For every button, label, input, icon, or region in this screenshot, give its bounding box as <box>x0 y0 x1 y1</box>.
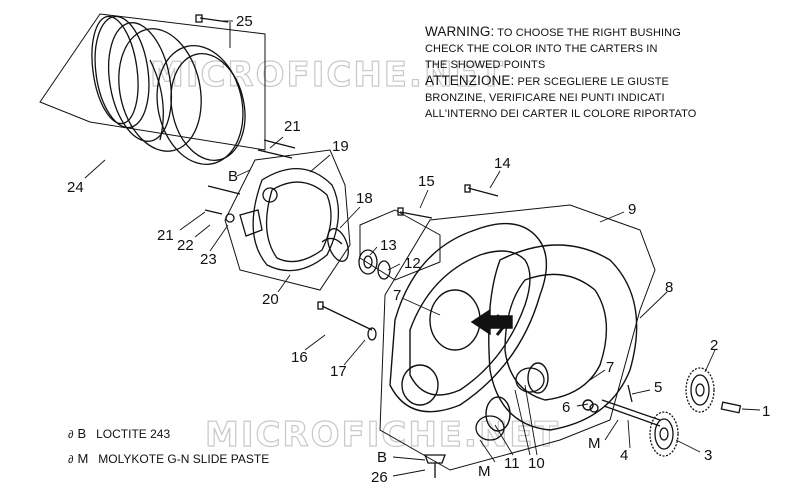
legend-item-molykote: ∂M MOLYKOTE G-N SLIDE PASTE <box>68 451 269 466</box>
watermark-top: MICROFICHE.NET <box>150 55 505 95</box>
drop-icon: ∂ <box>68 454 74 466</box>
callout-9: 9 <box>628 201 636 218</box>
callout-4: 4 <box>620 447 628 464</box>
clutch-cover-24 <box>39 13 266 165</box>
water-pump-19-20 <box>204 139 351 291</box>
callout-13: 13 <box>380 237 397 254</box>
callout-14: 14 <box>494 155 511 172</box>
callout-15: 15 <box>418 173 435 190</box>
callout-22: 22 <box>177 237 194 254</box>
callout-23: 23 <box>200 251 217 268</box>
leader-lines <box>84 20 761 477</box>
callout-21-bottom: 21 <box>157 227 174 244</box>
warning-heading-en: WARNING: <box>425 24 495 39</box>
callout-19: 19 <box>332 138 349 155</box>
crankcase-9 <box>379 204 656 471</box>
callout-2: 2 <box>710 337 718 354</box>
callout-18: 18 <box>356 190 373 207</box>
legend-code: M <box>77 451 89 466</box>
callout-17: 17 <box>330 363 347 380</box>
callout-7-right: 7 <box>606 359 614 376</box>
callout-26: 26 <box>371 469 388 486</box>
callout-m-bottom: M <box>478 463 491 480</box>
warning-it-line3: ALL'INTERNO DEI CARTER IL COLORE RIPORTA… <box>425 108 697 120</box>
legend-text: LOCTITE 243 <box>96 427 171 441</box>
callout-24: 24 <box>67 179 84 196</box>
callout-20: 20 <box>262 291 279 308</box>
warning-heading-it: ATTENZIONE: <box>425 73 515 88</box>
watermark-bottom: MICROFICHE.NET <box>205 415 560 455</box>
legend-text: MOLYKOTE G-N SLIDE PASTE <box>98 452 270 466</box>
callout-b-pump: B <box>228 168 238 185</box>
warning-it-line2: BRONZINE, VERIFICARE NEI PUNTI INDICATI <box>425 92 665 104</box>
callout-m-shaft: M <box>588 435 601 452</box>
callout-12: 12 <box>404 255 421 272</box>
drop-icon: ∂ <box>68 429 74 441</box>
lower-parts-10-11-26 <box>424 367 599 478</box>
callout-25: 25 <box>236 13 253 30</box>
callout-21-top: 21 <box>284 118 301 135</box>
gears-2-3 <box>601 367 742 457</box>
warning-en-line1: TO CHOOSE THE RIGHT BUSHING <box>497 27 681 39</box>
callout-numbers: 25 24 21 19 B 18 21 22 23 15 14 13 12 20… <box>67 13 770 486</box>
callout-7-left: 7 <box>393 287 401 304</box>
callout-b-bottom: B <box>377 449 387 466</box>
callout-1: 1 <box>762 403 770 420</box>
callout-8: 8 <box>665 279 673 296</box>
warning-note: WARNING: TO CHOOSE THE RIGHT BUSHING CHE… <box>425 24 795 122</box>
seal-bearing-12-13 <box>317 184 499 341</box>
callout-5: 5 <box>654 379 662 396</box>
warning-en-line3: THE SHOWED POINTS <box>425 59 546 71</box>
warning-it-line1: PER SCEGLIERE LE GIUSTE <box>517 76 669 88</box>
legend-item-loctite: ∂B LOCTITE 243 <box>68 426 170 441</box>
warning-en-line2: CHECK THE COLOR INTO THE CARTERS IN <box>425 43 658 55</box>
callout-3: 3 <box>704 447 712 464</box>
callout-11: 11 <box>504 455 520 472</box>
callout-6: 6 <box>562 399 570 416</box>
callout-10: 10 <box>528 455 545 472</box>
legend-code: B <box>77 426 87 441</box>
callout-16: 16 <box>291 349 308 366</box>
